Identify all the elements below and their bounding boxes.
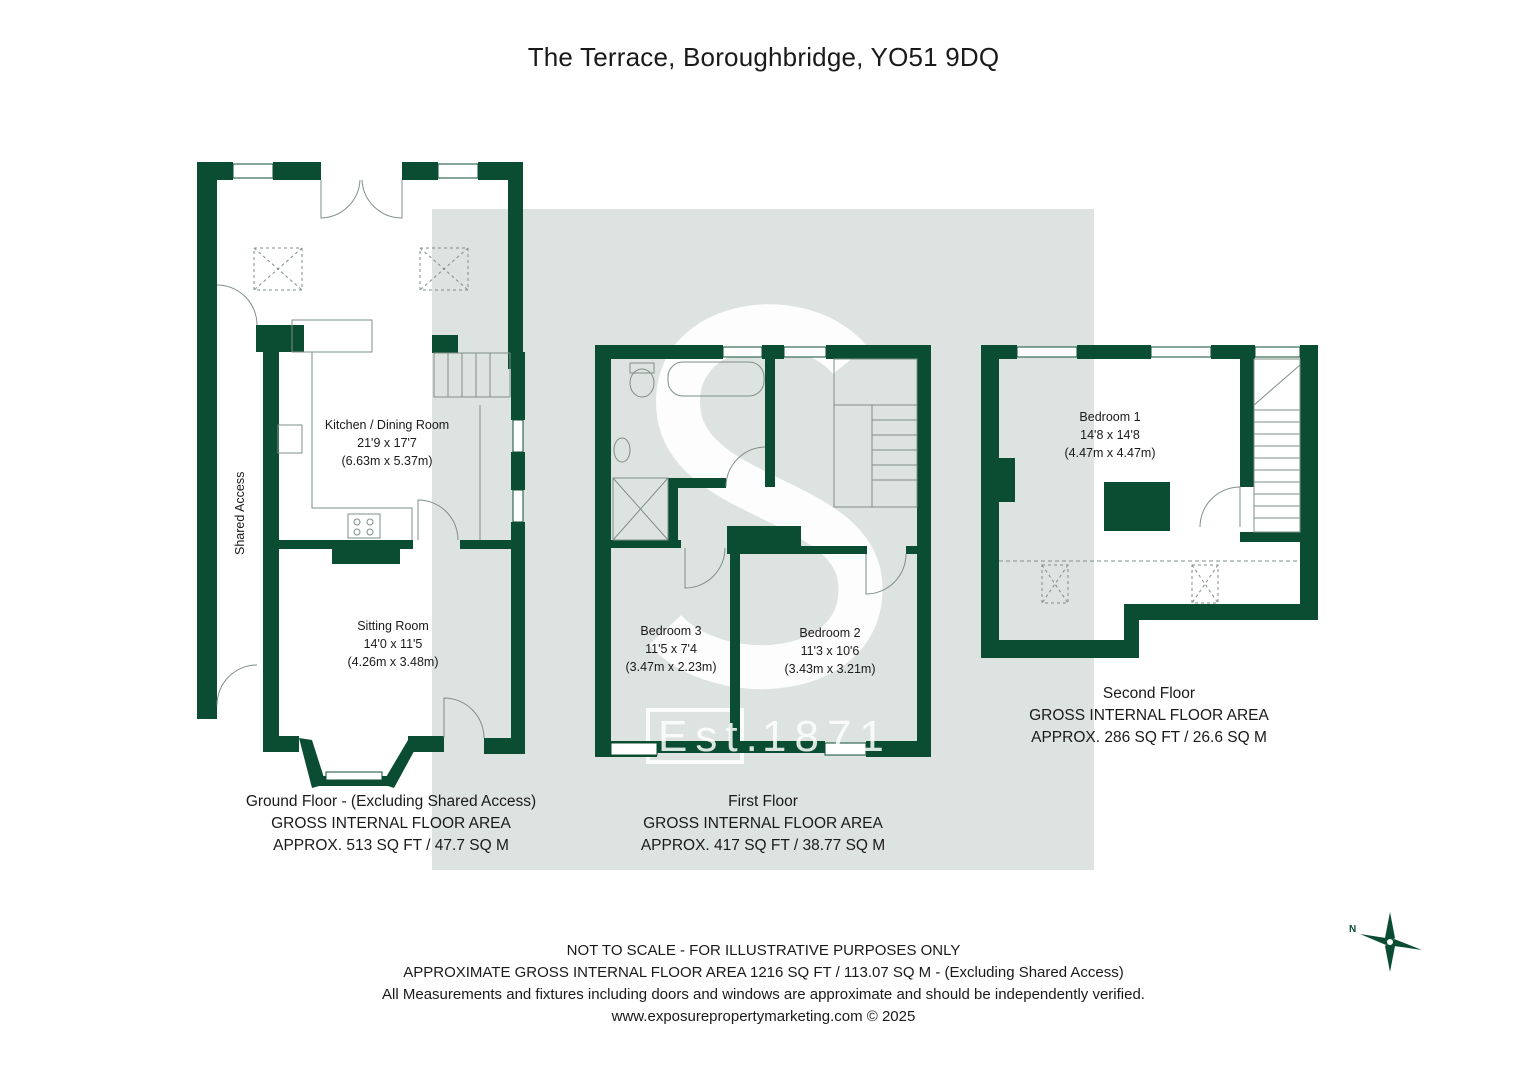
first-floor-plan <box>595 345 931 757</box>
second-floor-area-label: GROSS INTERNAL FLOOR AREA <box>1029 707 1269 724</box>
first-windows <box>610 346 867 756</box>
second-floor-name: Second Floor <box>1102 685 1196 702</box>
second-fixtures <box>999 358 1301 604</box>
first-floor-caption: First Floor GROSS INTERNAL FLOOR AREA AP… <box>623 791 903 857</box>
room-kitchen: Kitchen / Dining Room 21'9 x 17'7 (6.63m… <box>312 416 462 470</box>
room-bedroom1-imperial: 14'8 x 14'8 <box>1080 428 1140 442</box>
first-floor-area: APPROX. 417 SQ FT / 38.77 SQ M <box>640 837 886 854</box>
room-bedroom2-name: Bedroom 2 <box>799 626 861 640</box>
footer-line-4: www.exposurepropertymarketing.com © 2025 <box>611 1008 916 1025</box>
ground-fixtures <box>216 179 511 739</box>
footer-line-2: APPROXIMATE GROSS INTERNAL FLOOR AREA 12… <box>403 964 1124 981</box>
second-windows <box>1016 346 1301 358</box>
room-bedroom3-imperial: 11'5 x 7'4 <box>645 642 697 656</box>
room-kitchen-imperial: 21'9 x 17'7 <box>357 436 417 450</box>
ground-floor-area: APPROX. 513 SQ FT / 47.7 SQ M <box>273 837 509 854</box>
room-kitchen-name: Kitchen / Dining Room <box>324 418 450 432</box>
room-sitting-imperial: 14'0 x 11'5 <box>363 637 423 651</box>
room-bedroom1-name: Bedroom 1 <box>1079 410 1141 424</box>
footer-disclaimer: NOT TO SCALE - FOR ILLUSTRATIVE PURPOSES… <box>0 940 1527 1028</box>
room-sitting: Sitting Room 14'0 x 11'5 (4.26m x 3.48m) <box>318 617 468 671</box>
ground-floor-area-label: GROSS INTERNAL FLOOR AREA <box>271 815 511 832</box>
page-title: The Terrace, Boroughbridge, YO51 9DQ <box>527 42 1000 72</box>
room-bedroom3: Bedroom 3 11'5 x 7'4 (3.47m x 2.23m) <box>616 622 726 676</box>
second-floor-plan <box>981 345 1318 658</box>
second-floor-caption: Second Floor GROSS INTERNAL FLOOR AREA A… <box>1009 683 1289 749</box>
footer-line-3: All Measurements and fixtures including … <box>382 986 1145 1003</box>
second-floor-area: APPROX. 286 SQ FT / 26.6 SQ M <box>1031 729 1267 746</box>
ground-windows <box>232 163 524 781</box>
first-floor-area-label: GROSS INTERNAL FLOOR AREA <box>643 815 883 832</box>
footer-line-1: NOT TO SCALE - FOR ILLUSTRATIVE PURPOSES… <box>566 942 961 959</box>
ground-floor-caption: Ground Floor - (Excluding Shared Access)… <box>231 791 551 857</box>
room-sitting-metric: (4.26m x 3.48m) <box>347 655 439 669</box>
watermark-year: 1871 <box>762 712 892 761</box>
compass-icon <box>1360 912 1422 972</box>
room-bedroom3-name: Bedroom 3 <box>640 624 702 638</box>
watermark-est: Est. <box>658 712 766 761</box>
first-floor-name: First Floor <box>728 793 798 810</box>
compass-north-label: N <box>1349 924 1357 935</box>
ground-floor-name: Ground Floor - (Excluding Shared Access) <box>245 793 537 810</box>
room-bedroom3-metric: (3.47m x 2.23m) <box>625 660 717 674</box>
watermark-monogram <box>648 304 883 690</box>
room-bedroom1-metric: (4.47m x 4.47m) <box>1064 446 1156 460</box>
room-bedroom2-imperial: 11'3 x 10'6 <box>800 644 860 658</box>
room-sitting-name: Sitting Room <box>357 619 429 633</box>
shared-access-label: Shared Access <box>233 471 247 555</box>
watermark-frame <box>646 708 744 764</box>
room-kitchen-metric: (6.63m x 5.37m) <box>341 454 433 468</box>
ground-floor-plan <box>197 162 525 788</box>
first-fixtures <box>612 358 918 595</box>
room-bedroom2: Bedroom 2 11'3 x 10'6 (3.43m x 3.21m) <box>770 624 890 678</box>
room-bedroom1: Bedroom 1 14'8 x 14'8 (4.47m x 4.47m) <box>1050 408 1170 462</box>
room-bedroom2-metric: (3.43m x 3.21m) <box>784 662 876 676</box>
